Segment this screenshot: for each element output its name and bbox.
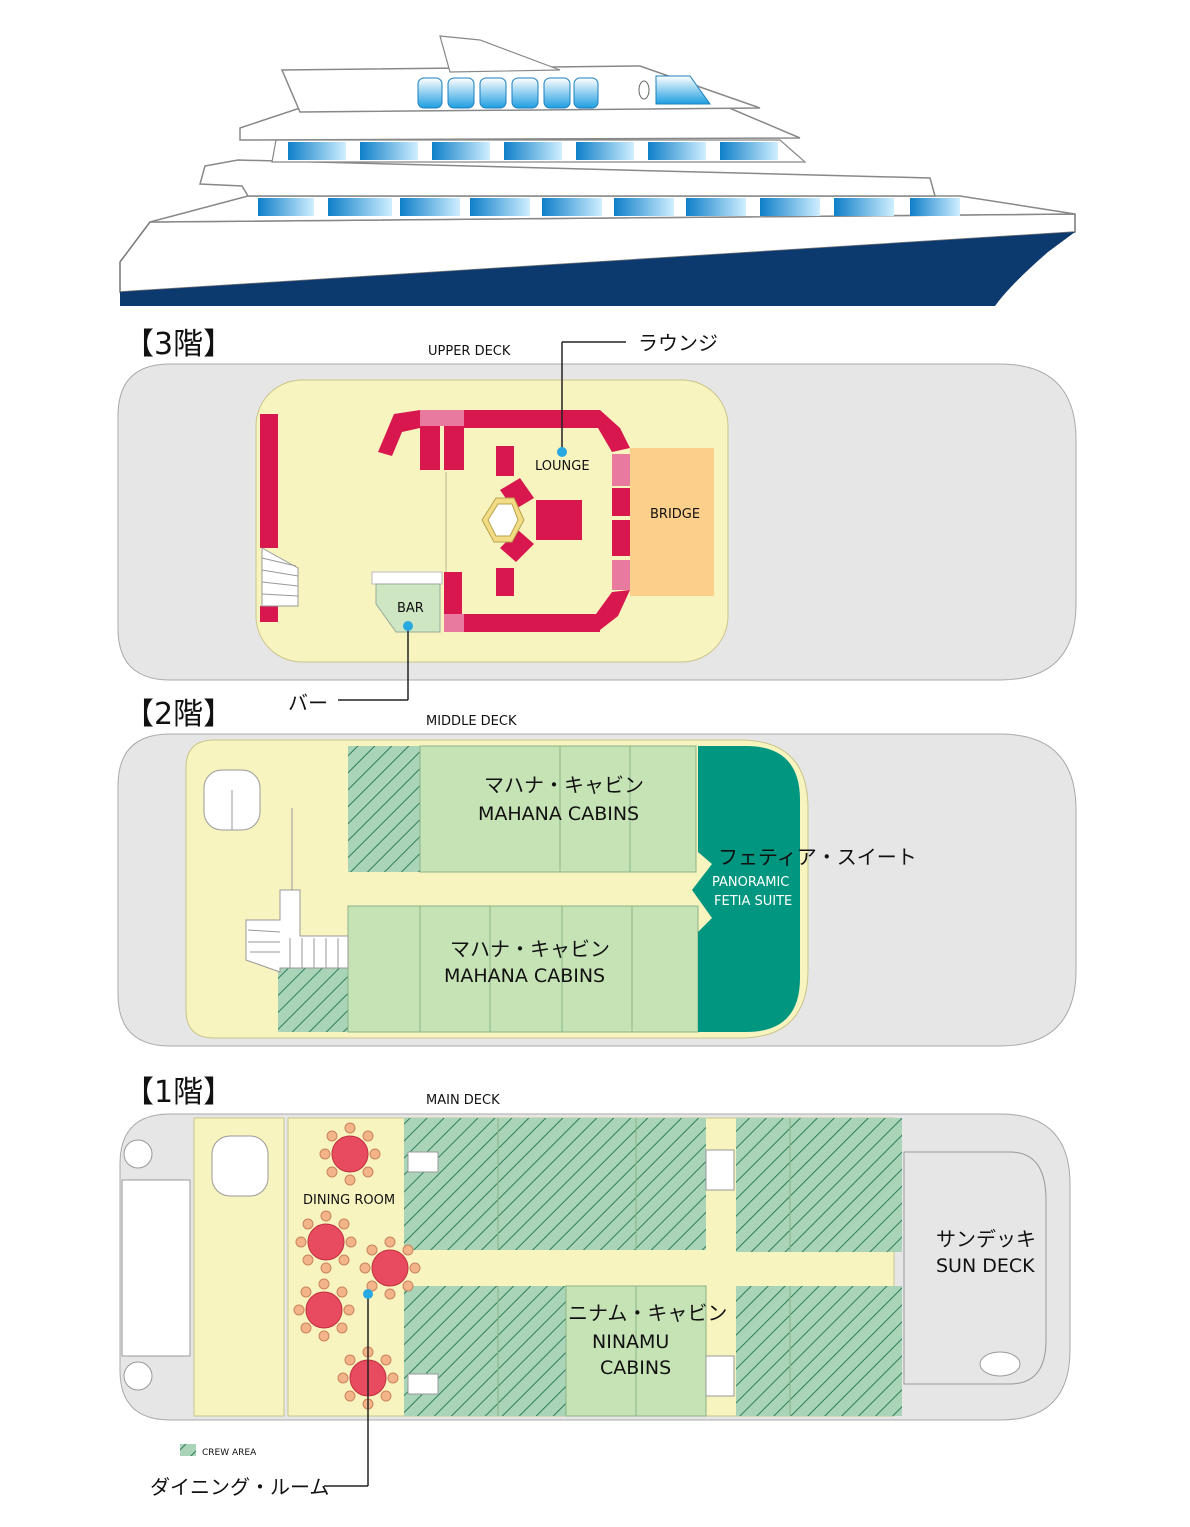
- floor-3-label: 【3階】: [124, 327, 233, 362]
- mahana-top-jp: マハナ・キャビン: [484, 773, 644, 797]
- upper-deck-label: UPPER DECK: [428, 344, 511, 359]
- lounge-label: LOUNGE: [535, 459, 590, 474]
- ninamu-en-1: NINAMU: [592, 1331, 669, 1353]
- bar-label: BAR: [397, 601, 424, 616]
- suite-en-2: FETIA SUITE: [714, 894, 792, 909]
- lounge-callout-label: ラウンジ: [638, 331, 718, 355]
- bar-callout-label: バー: [288, 691, 328, 715]
- lounge-seating: [378, 410, 630, 632]
- upper-deck: [117, 341, 1077, 701]
- main-deck: [119, 1113, 1071, 1487]
- ninamu-en-2: CABINS: [600, 1357, 671, 1379]
- bar-callout-dot: [403, 621, 413, 631]
- ship-profile: [119, 35, 1076, 306]
- fetia-suite-area: [692, 746, 800, 1032]
- crew-area-swatch: [180, 1444, 196, 1456]
- hull: [120, 232, 1075, 306]
- floor-2-label: 【2階】: [124, 697, 233, 732]
- bridge-area: [630, 448, 714, 596]
- dining-room-label: DINING ROOM: [303, 1193, 395, 1208]
- sundeck-en: SUN DECK: [936, 1255, 1035, 1277]
- upper-stair: [261, 547, 299, 607]
- sundeck-jp: サンデッキ: [936, 1227, 1036, 1251]
- upper-deck-windows: [417, 75, 711, 109]
- dining-tables: [305, 1135, 409, 1397]
- mahana-bottom-jp: マハナ・キャビン: [450, 937, 610, 961]
- middle-deck-windows: [288, 142, 778, 160]
- mahana-top-en: MAHANA CABINS: [478, 803, 639, 825]
- suite-en-1: PANORAMIC: [712, 875, 789, 890]
- sun-deck-area: [903, 1151, 1047, 1385]
- middle-deck: [117, 733, 1077, 1047]
- suite-jp: フェティア・スイート: [718, 845, 917, 869]
- bar-area: [375, 583, 441, 633]
- ninamu-jp: ニナム・キャビン: [568, 1301, 727, 1325]
- main-deck-windows: [258, 198, 960, 216]
- dining-callout-dot: [363, 1289, 373, 1299]
- dining-chairs: [293, 1122, 421, 1410]
- bridge-label: BRIDGE: [650, 507, 700, 522]
- main-deck-label: MAIN DECK: [426, 1093, 500, 1108]
- dining-callout-label: ダイニング・ルーム: [150, 1475, 329, 1499]
- lounge-callout-dot: [557, 447, 567, 457]
- floor-1-label: 【1階】: [124, 1075, 233, 1110]
- crew-area-label: CREW AREA: [202, 1448, 257, 1458]
- middle-deck-label: MIDDLE DECK: [426, 714, 517, 729]
- mahana-bottom-en: MAHANA CABINS: [444, 965, 605, 987]
